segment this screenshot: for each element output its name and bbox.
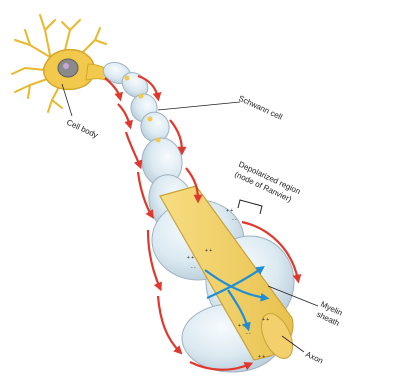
- svg-text:+ +: + +: [258, 354, 265, 360]
- svg-text:+ +: + +: [238, 323, 245, 329]
- label-axon: Axon: [304, 350, 324, 366]
- svg-text:+ +: + +: [262, 317, 269, 323]
- svg-text:- -: - -: [191, 265, 196, 271]
- svg-text:+ +: + +: [187, 255, 194, 261]
- label-cell-body: Cell body: [65, 118, 99, 140]
- svg-text:+ +: + +: [226, 208, 233, 214]
- cell-body: [12, 15, 108, 112]
- svg-text:- -: - -: [232, 217, 237, 223]
- depolarized-bracket: [238, 200, 262, 214]
- svg-text:- -: - -: [246, 331, 251, 337]
- nucleolus: [63, 63, 69, 69]
- label-schwann-cell: Schwann cell: [237, 94, 284, 122]
- svg-text:+ +: + +: [205, 248, 212, 254]
